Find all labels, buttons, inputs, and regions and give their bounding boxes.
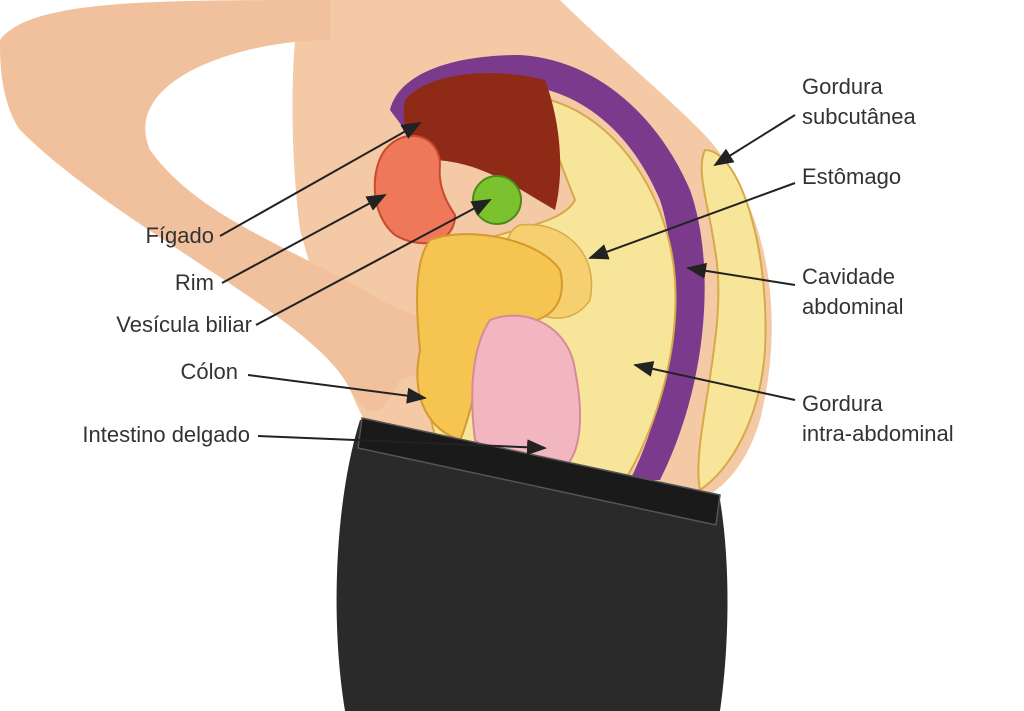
arrow-figado: [219, 122, 422, 237]
arrow-rim: [221, 194, 387, 284]
arrow-estomago: [588, 182, 796, 260]
arrow-colon: [247, 374, 427, 404]
arm: [0, 0, 490, 412]
label-line: abdominal: [802, 294, 904, 319]
liver: [403, 73, 561, 210]
arrow-gordura-subcutanea: [713, 114, 796, 167]
label-gordura-intra-abdominal: Gordura intra-abdominal: [802, 389, 954, 449]
arrow-intestino-delgado: [257, 435, 547, 456]
label-line: subcutânea: [802, 104, 916, 129]
arrow-gordura-intra-abdominal: [633, 361, 796, 401]
label-vesicula-biliar: Vesícula biliar: [116, 312, 252, 337]
label-intestino-delgado: Intestino delgado: [82, 422, 250, 447]
subcutaneous-fat: [697, 148, 767, 492]
label-estomago: Estômago: [802, 164, 902, 189]
label-rim: Rim: [174, 270, 214, 295]
arrow-vesicula-biliar: [255, 199, 492, 326]
label-line: Gordura: [802, 391, 883, 416]
label-colon: Cólon: [180, 359, 238, 384]
arrow-cavidade-abdominal: [686, 262, 796, 286]
label-gordura-subcutanea: Gordura subcutânea: [802, 72, 916, 132]
label-line: intra-abdominal: [802, 421, 954, 446]
label-line: Gordura: [802, 74, 883, 99]
label-line: Cavidade: [802, 264, 895, 289]
label-figado: Fígado: [145, 223, 215, 248]
label-cavidade-abdominal: Cavidade abdominal: [802, 262, 904, 322]
gallbladder: [472, 175, 522, 225]
